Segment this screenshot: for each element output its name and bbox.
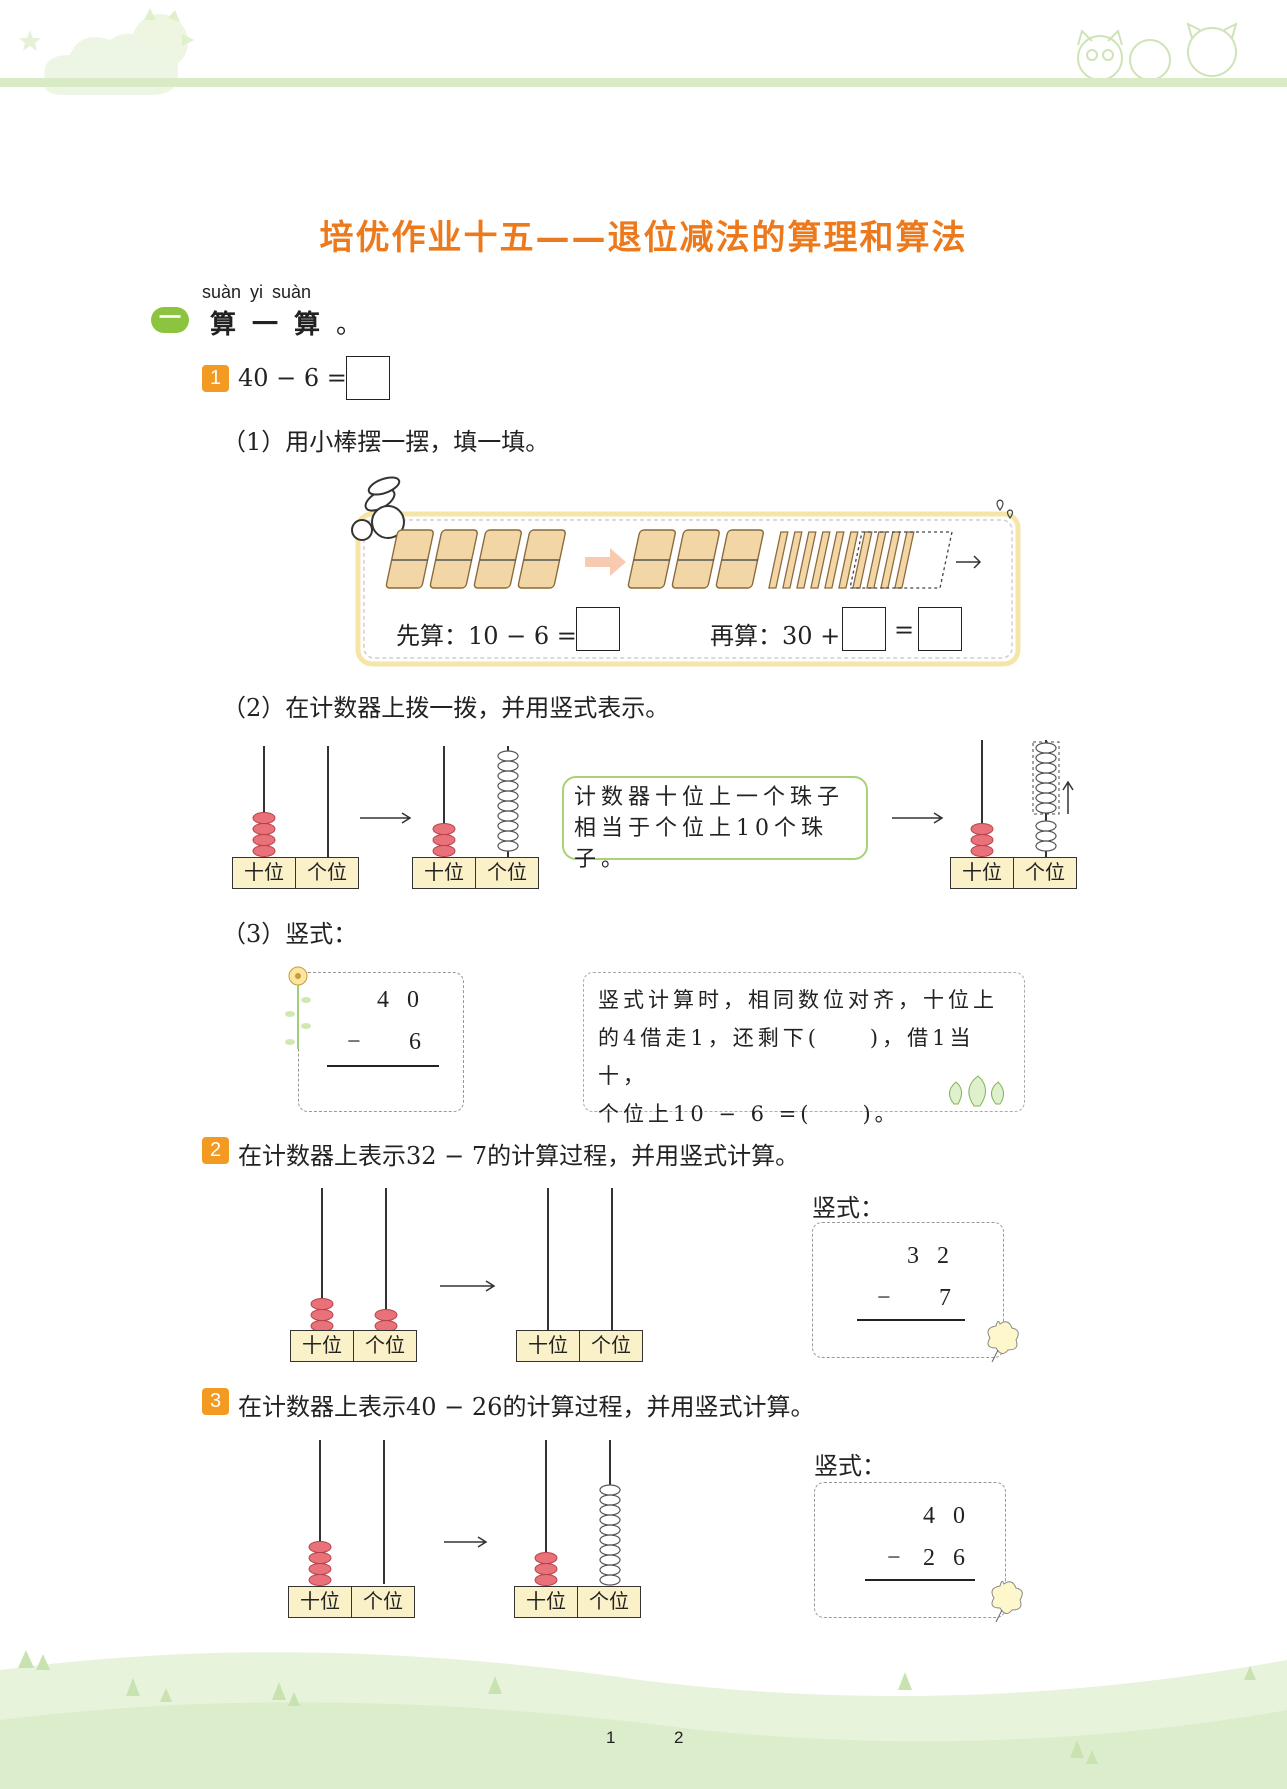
question-2-badge: 2 [202,1137,229,1164]
abacus-row-q3 [308,1440,621,1586]
section-title: 算一算。 [210,310,379,340]
abacus-row-q2 [310,1188,613,1332]
three-bundles-group [627,529,764,589]
arrow-right-icon [360,812,412,824]
note-line-3: 个位上10 − 6 =( )。 [598,1102,900,1126]
note-line-2: 的4借走1，还剩下( )，借1当十， [598,1026,975,1088]
header-rule [0,78,1287,87]
vertical-box-q2[interactable]: 3 2 − 7 [812,1222,1004,1358]
abacus-3-base: 十位个位 [950,857,1077,889]
trees-icon [949,1075,1004,1107]
question-1-badge: 1 [202,365,229,392]
answer-box-first[interactable] [576,607,620,651]
abacus-q2-after-base: 十位个位 [516,1330,643,1362]
vertical-minus: − [877,1285,891,1311]
loose-sticks-group [768,531,953,589]
vertical-rule [327,1065,439,1067]
ones-label: 个位 [580,1330,643,1362]
ones-label: 个位 [354,1330,417,1362]
abacus-2 [432,746,519,858]
move-arrow-icon [956,555,982,569]
arrow-right-icon [585,548,626,576]
ones-label: 个位 [296,857,359,889]
abacus-q2-before [310,1188,398,1332]
tens-label: 十位 [232,857,296,889]
q1-part1-label: （1）用小棒摆一摆，填一填。 [222,428,550,456]
answer-box-q1[interactable] [346,356,390,400]
then-equals: = [894,616,915,644]
tens-label: 十位 [290,1330,354,1362]
abacus-q3-before [308,1440,385,1586]
abacus-q3-after [534,1440,621,1586]
q2-vertical-label: 竖式： [812,1194,884,1222]
vertical-bottom: 2 6 [923,1545,971,1571]
q1-part3-label: （3）竖式： [222,920,358,948]
vertical-top: 4 0 [923,1503,971,1529]
ten-stick-bundle-group [385,529,566,589]
abacus-q3-after-base: 十位个位 [514,1586,641,1618]
abacus-row-part2 [252,740,1074,858]
note-line-1: 竖式计算时，相同数位对齐，十位上 [598,988,998,1012]
question-3-text: 在计数器上表示40 − 26的计算过程，并用竖式计算。 [238,1393,815,1421]
page-number-left: 1 [606,1728,616,1747]
abacus-q2-before-base: 十位个位 [290,1330,417,1362]
arrow-right-icon [440,1280,496,1292]
vertical-top: 3 2 [907,1243,955,1269]
page-title: 培优作业十五——退位减法的算理和算法 [319,218,968,258]
question-2-text: 在计数器上表示32 − 7的计算过程，并用竖式计算。 [238,1142,800,1170]
abacus-q2-after [547,1188,613,1332]
hearts-icon [996,499,1014,520]
abacus-1 [252,746,329,858]
hint-line-2: 相当于个位上10个珠子。 [574,816,828,872]
abacus-2-base: 十位个位 [412,857,539,889]
section-pinyin: suàn yi suàn [202,282,312,302]
question-1-expression: 40 − 6 = [238,364,347,392]
vertical-bottom: 6 [409,1029,421,1055]
arrow-right-icon [444,1536,488,1548]
flower-corner-icon [991,1580,1023,1623]
tens-label: 十位 [950,857,1014,889]
ones-label: 个位 [476,857,539,889]
question-3-badge: 3 [202,1388,229,1415]
page-number-right: 2 [674,1728,684,1747]
answer-box-then-addend[interactable] [842,607,886,651]
abacus-3 [970,740,1074,858]
tens-label: 十位 [288,1586,352,1618]
answer-box-then-result[interactable] [918,607,962,651]
vertical-top: 4 0 [377,987,425,1013]
ones-label: 个位 [352,1586,415,1618]
flower-icon [285,966,311,1049]
explanation-note: 竖式计算时，相同数位对齐，十位上 的4借走1，还剩下( )，借1当十， 个位上1… [583,972,1025,1126]
hint-bubble: 计数器十位上一个珠子 相当于个位上10个珠子。 [562,776,868,872]
vertical-bottom: 7 [939,1285,951,1311]
vertical-box-q3[interactable]: 4 0 − 2 6 [814,1482,1006,1618]
arrow-right-icon [892,812,944,824]
sticks-illustration [351,476,1021,667]
first-calc-label: 先算：10 − 6 = [396,622,577,650]
vertical-rule [857,1319,965,1321]
abacus-1-base: 十位个位 [232,857,359,889]
q3-vertical-label: 竖式： [814,1452,886,1480]
then-calc-label: 再算：30 + [710,622,841,650]
abacus-q3-before-base: 十位个位 [288,1586,415,1618]
vertical-rule [865,1579,975,1581]
section-badge: 一 [151,307,189,333]
tree-icons [18,1650,1256,1764]
tens-label: 十位 [412,857,476,889]
tens-label: 十位 [516,1330,580,1362]
vertical-box-q1[interactable]: 4 0 − 6 [298,972,464,1112]
q1-part2-label: （2）在计数器上拨一拨，并用竖式表示。 [222,694,670,722]
flower-corner-icon [987,1320,1019,1363]
header-decoration [19,8,1238,95]
vertical-minus: − [887,1545,901,1571]
tens-label: 十位 [514,1586,578,1618]
hint-line-1: 计数器十位上一个珠子 [574,785,845,810]
footer-hills [0,1650,1287,1789]
vertical-minus: − [347,1029,361,1055]
ones-label: 个位 [1014,857,1077,889]
animal-friends-icon [1077,22,1238,81]
ones-label: 个位 [578,1586,641,1618]
rabbit-icon [351,476,405,541]
